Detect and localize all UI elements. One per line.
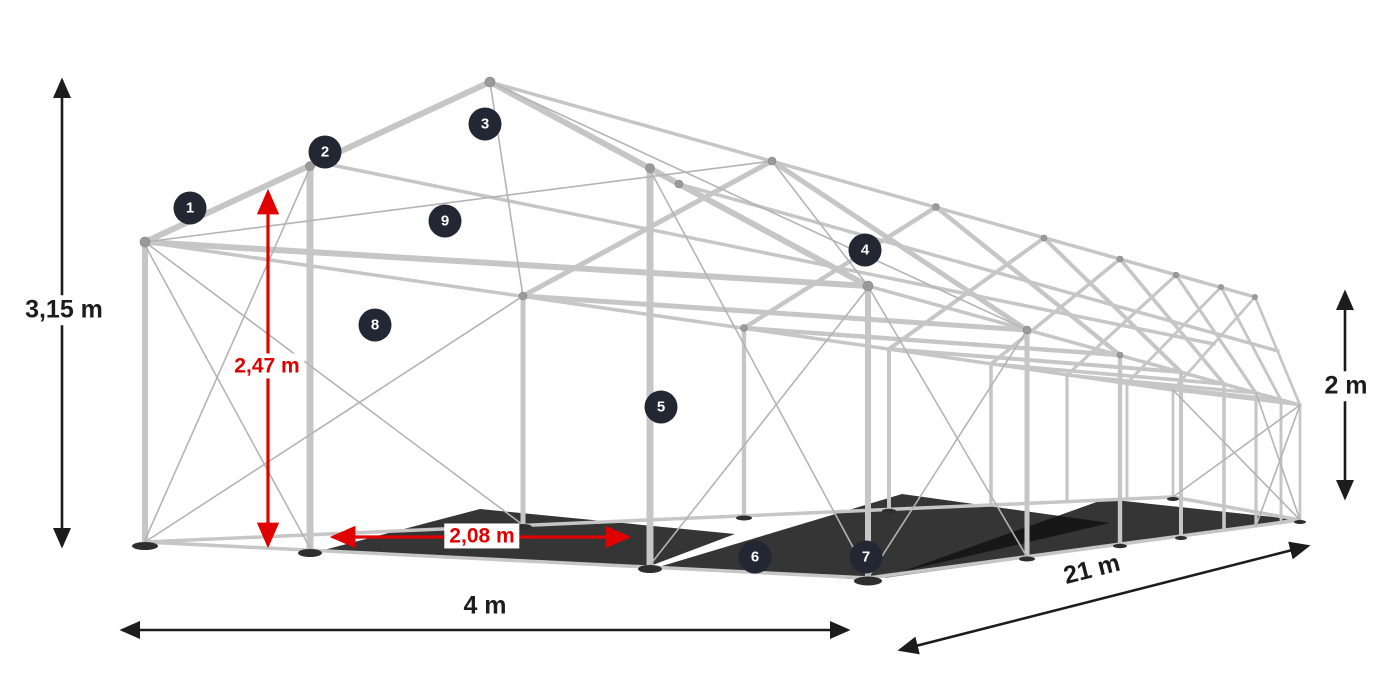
callout-badge-5[interactable]: 5 bbox=[644, 390, 678, 424]
callout-badge-7[interactable]: 7 bbox=[849, 540, 883, 574]
callout-badge-9[interactable]: 9 bbox=[428, 204, 462, 238]
length-arrow bbox=[897, 541, 1311, 655]
truss-7 bbox=[1125, 284, 1283, 525]
cross-braces bbox=[144, 81, 1301, 579]
callout-badge-8[interactable]: 8 bbox=[358, 308, 392, 342]
callout-badge-4[interactable]: 4 bbox=[848, 233, 882, 267]
width-label: 4 m bbox=[458, 591, 512, 621]
entrance-width-label: 2,08 m bbox=[444, 523, 520, 549]
clearance-height-label: 2,47 m bbox=[229, 353, 305, 379]
dimension-arrows-red bbox=[256, 188, 632, 549]
truss-6 bbox=[1065, 272, 1258, 528]
total-height-label: 3,15 m bbox=[20, 295, 108, 325]
callout-badge-6[interactable]: 6 bbox=[738, 540, 772, 574]
callout-badge-1[interactable]: 1 bbox=[173, 191, 207, 225]
door-posts bbox=[306, 162, 654, 571]
side-height-label: 2 m bbox=[1319, 371, 1373, 401]
callout-badge-3[interactable]: 3 bbox=[468, 107, 502, 141]
callout-badge-2[interactable]: 2 bbox=[308, 135, 342, 169]
